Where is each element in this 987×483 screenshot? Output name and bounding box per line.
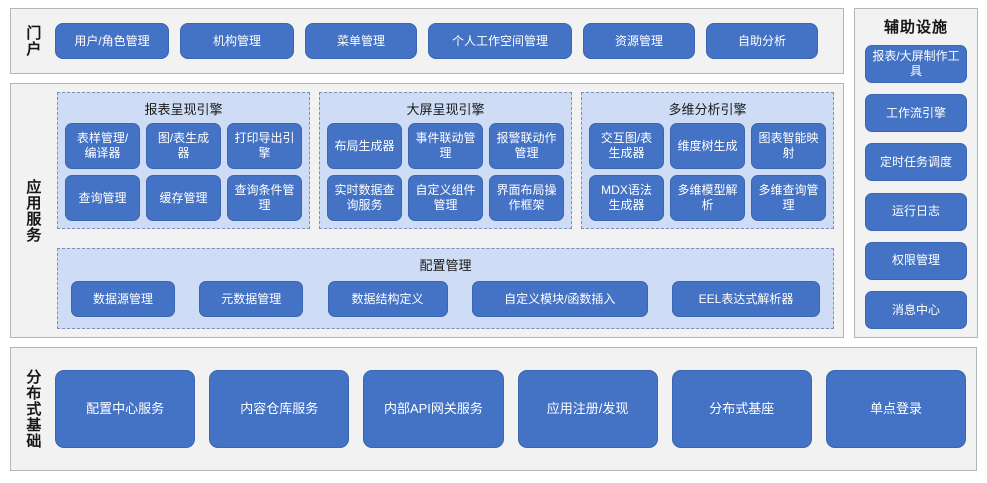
aux-item-workflow-engine[interactable]: 工作流引擎 bbox=[865, 94, 967, 133]
engine-group-bigscreen: 大屏呈现引擎 布局生成器 事件联动管理 报警联动作管理 实时数据查询服务 自定义… bbox=[319, 92, 572, 229]
engines-row: 报表呈现引擎 表样管理/编译器 图/表生成器 打印导出引擎 查询管理 缓存管理 … bbox=[57, 92, 834, 229]
base-item-internal-api-gateway-service[interactable]: 内部API网关服务 bbox=[363, 370, 504, 448]
left-column: 门户 用户/角色管理 机构管理 菜单管理 个人工作空间管理 资源管理 自助分析 … bbox=[10, 8, 844, 338]
engine-group-olap-items: 交互图/表生成器 维度树生成 图表智能映射 MDX语法生成器 多维模型解析 多维… bbox=[589, 123, 826, 221]
bigscreen-item-custom-component-management[interactable]: 自定义组件管理 bbox=[408, 175, 483, 221]
engine-group-bigscreen-items: 布局生成器 事件联动管理 报警联动作管理 实时数据查询服务 自定义组件管理 界面… bbox=[327, 123, 564, 221]
aux-item-scheduled-task-scheduler[interactable]: 定时任务调度 bbox=[865, 143, 967, 182]
engine-group-report: 报表呈现引擎 表样管理/编译器 图/表生成器 打印导出引擎 查询管理 缓存管理 … bbox=[57, 92, 310, 229]
engine-group-olap: 多维分析引擎 交互图/表生成器 维度树生成 图表智能映射 MDX语法生成器 多维… bbox=[581, 92, 834, 229]
portal-item-user-role[interactable]: 用户/角色管理 bbox=[55, 23, 169, 59]
config-item-datasource-management[interactable]: 数据源管理 bbox=[71, 281, 175, 317]
bigscreen-item-layout-generator[interactable]: 布局生成器 bbox=[327, 123, 402, 169]
aux-item-permission-management[interactable]: 权限管理 bbox=[865, 241, 967, 280]
report-item-chart-generator[interactable]: 图/表生成器 bbox=[146, 123, 221, 169]
engine-group-olap-title: 多维分析引擎 bbox=[668, 102, 747, 117]
portal-item-resource[interactable]: 资源管理 bbox=[583, 23, 695, 59]
config-management-title: 配置管理 bbox=[419, 258, 472, 273]
aux-item-report-bigscreen-authoring-tool[interactable]: 报表/大屏制作工具 bbox=[865, 45, 967, 83]
distributed-base-panel: 分布式基础 配置中心服务 内容仓库服务 内部API网关服务 应用注册/发现 分布… bbox=[10, 347, 977, 471]
report-item-print-export-engine[interactable]: 打印导出引擎 bbox=[227, 123, 302, 169]
base-item-app-registration-discovery[interactable]: 应用注册/发现 bbox=[517, 370, 658, 448]
report-item-cache-management[interactable]: 缓存管理 bbox=[146, 175, 221, 221]
bigscreen-item-realtime-data-query-service[interactable]: 实时数据查询服务 bbox=[327, 175, 402, 221]
distributed-base-items: 配置中心服务 内容仓库服务 内部API网关服务 应用注册/发现 分布式基座 单点… bbox=[53, 348, 976, 470]
olap-item-mdx-syntax-generator[interactable]: MDX语法生成器 bbox=[589, 175, 664, 221]
report-item-query-condition-management[interactable]: 查询条件管理 bbox=[227, 175, 302, 221]
olap-item-multidim-model-parsing[interactable]: 多维模型解析 bbox=[670, 175, 745, 221]
config-item-data-structure-definition[interactable]: 数据结构定义 bbox=[327, 281, 448, 317]
config-item-eel-expression-parser[interactable]: EEL表达式解析器 bbox=[672, 281, 820, 317]
base-item-content-repository-service[interactable]: 内容仓库服务 bbox=[209, 370, 350, 448]
config-management-group: 配置管理 数据源管理 元数据管理 数据结构定义 自定义模块/函数插入 EEL表达… bbox=[57, 248, 834, 329]
bigscreen-item-ui-layout-operation-framework[interactable]: 界面布局操作框架 bbox=[489, 175, 564, 221]
portal-item-org[interactable]: 机构管理 bbox=[180, 23, 294, 59]
aux-facilities-title: 辅助设施 bbox=[883, 19, 948, 36]
portal-items: 用户/角色管理 机构管理 菜单管理 个人工作空间管理 资源管理 自助分析 bbox=[53, 9, 843, 73]
config-item-custom-module-function-insert[interactable]: 自定义模块/函数插入 bbox=[471, 281, 648, 317]
olap-item-chart-smart-mapping[interactable]: 图表智能映射 bbox=[751, 123, 826, 169]
engine-group-report-items: 表样管理/编译器 图/表生成器 打印导出引擎 查询管理 缓存管理 查询条件管理 bbox=[65, 123, 302, 221]
portal-item-menu[interactable]: 菜单管理 bbox=[305, 23, 417, 59]
olap-item-interactive-chart-generator[interactable]: 交互图/表生成器 bbox=[589, 123, 664, 169]
portal-panel: 门户 用户/角色管理 机构管理 菜单管理 个人工作空间管理 资源管理 自助分析 bbox=[10, 8, 844, 74]
portal-item-workspace[interactable]: 个人工作空间管理 bbox=[428, 23, 572, 59]
engine-group-bigscreen-title: 大屏呈现引擎 bbox=[406, 102, 485, 117]
application-services-panel: 应用服务 报表呈现引擎 表样管理/编译器 图/表生成器 打印导出引擎 查询管理 … bbox=[10, 83, 844, 338]
config-management-items: 数据源管理 元数据管理 数据结构定义 自定义模块/函数插入 EEL表达式解析器 bbox=[65, 278, 826, 320]
olap-item-dimension-tree-generation[interactable]: 维度树生成 bbox=[670, 123, 745, 169]
application-services-body: 报表呈现引擎 表样管理/编译器 图/表生成器 打印导出引擎 查询管理 缓存管理 … bbox=[53, 84, 843, 337]
bigscreen-item-alarm-linkage-action-management[interactable]: 报警联动作管理 bbox=[489, 123, 564, 169]
report-item-query-management[interactable]: 查询管理 bbox=[65, 175, 140, 221]
bigscreen-item-event-linkage-management[interactable]: 事件联动管理 bbox=[408, 123, 483, 169]
aux-item-message-center[interactable]: 消息中心 bbox=[865, 290, 967, 329]
base-item-config-center-service[interactable]: 配置中心服务 bbox=[55, 370, 196, 448]
aux-item-runtime-log[interactable]: 运行日志 bbox=[865, 192, 967, 231]
portal-item-self-service-analysis[interactable]: 自助分析 bbox=[706, 23, 818, 59]
portal-panel-label: 门户 bbox=[24, 25, 42, 57]
config-item-metadata-management[interactable]: 元数据管理 bbox=[199, 281, 304, 317]
top-region: 门户 用户/角色管理 机构管理 菜单管理 个人工作空间管理 资源管理 自助分析 … bbox=[10, 8, 978, 338]
base-item-distributed-foundation[interactable]: 分布式基座 bbox=[671, 370, 812, 448]
application-services-panel-label: 应用服务 bbox=[24, 178, 42, 243]
aux-facilities-panel: 辅助设施 报表/大屏制作工具 工作流引擎 定时任务调度 运行日志 权限管理 消息… bbox=[854, 8, 978, 338]
engine-group-report-title: 报表呈现引擎 bbox=[144, 102, 223, 117]
aux-facilities-items: 报表/大屏制作工具 工作流引擎 定时任务调度 运行日志 权限管理 消息中心 bbox=[855, 45, 977, 329]
report-item-template-compiler[interactable]: 表样管理/编译器 bbox=[65, 123, 140, 169]
olap-item-multidim-query-management[interactable]: 多维查询管理 bbox=[751, 175, 826, 221]
base-item-single-sign-on[interactable]: 单点登录 bbox=[825, 370, 967, 448]
distributed-base-panel-label: 分布式基础 bbox=[24, 369, 42, 449]
